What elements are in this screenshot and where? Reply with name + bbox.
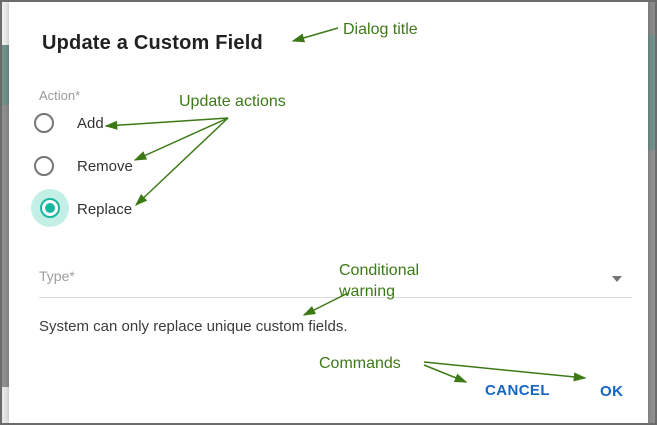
annotation-conditional-line1: Conditional (339, 262, 420, 279)
radio-add-icon[interactable] (34, 113, 54, 133)
cancel-button[interactable]: CANCEL (485, 382, 550, 399)
page-background-right-strip (648, 2, 655, 423)
type-field-label[interactable]: Type* (39, 268, 75, 284)
update-custom-field-dialog: Update a Custom Field Action* Add Remove… (9, 2, 648, 423)
ok-button[interactable]: OK (600, 383, 624, 400)
page-background-left-strip (2, 2, 9, 423)
action-field-label: Action* (39, 88, 81, 103)
type-field-underline (39, 297, 632, 298)
annotation-conditional-warning: Conditional warning (339, 260, 419, 302)
radio-remove-icon[interactable] (34, 156, 54, 176)
radio-replace-icon[interactable] (31, 189, 69, 227)
conditional-warning-text: System can only replace unique custom fi… (39, 318, 348, 335)
annotation-conditional-line2: warning (339, 283, 396, 300)
radio-selected-dot (45, 203, 55, 213)
annotation-update-actions: Update actions (179, 93, 286, 110)
dropdown-arrow-icon[interactable] (612, 276, 622, 282)
annotation-dialog-title: Dialog title (343, 21, 418, 38)
radio-selected-ring (40, 198, 60, 218)
radio-add-label[interactable]: Add (77, 115, 104, 132)
radio-replace-label[interactable]: Replace (77, 201, 133, 218)
radio-remove-label[interactable]: Remove (77, 158, 133, 175)
annotation-commands: Commands (319, 355, 401, 372)
dialog-title: Update a Custom Field (42, 32, 263, 54)
